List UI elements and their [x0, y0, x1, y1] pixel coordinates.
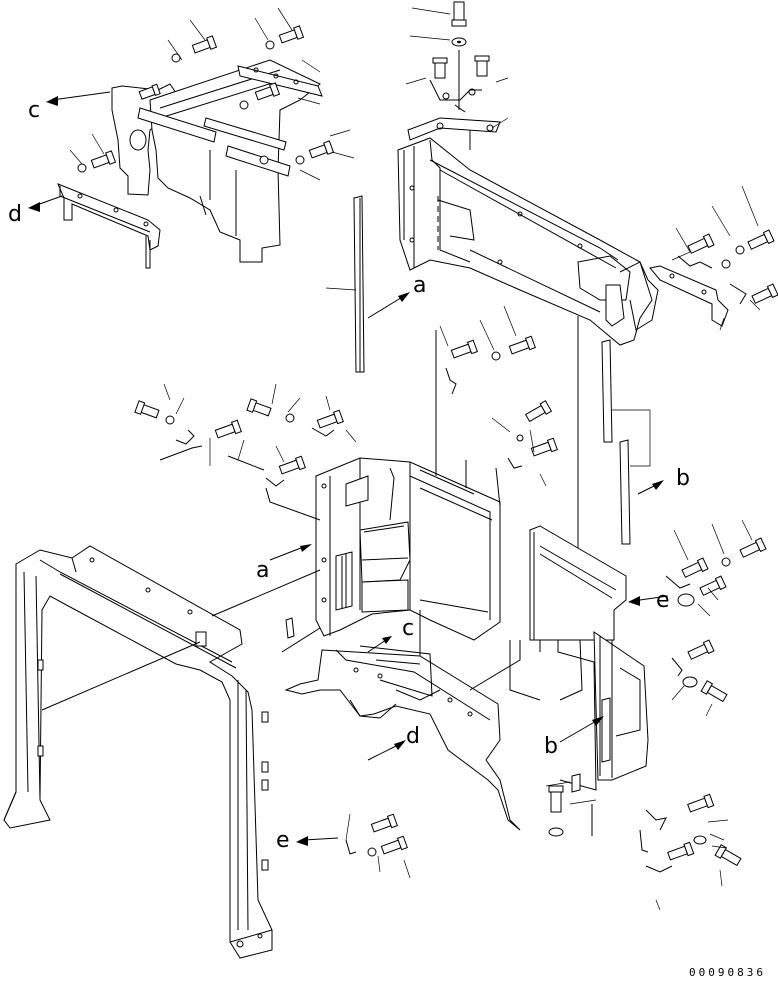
center-inner-panel	[315, 330, 501, 641]
bracket-d	[57, 183, 161, 269]
callout-label-c-lower: c	[402, 616, 415, 641]
channel-a-upper	[325, 195, 410, 373]
arrow-c-d	[28, 91, 111, 212]
bottom-right-fasteners	[639, 793, 742, 911]
callout-label-e-lower: e	[276, 828, 290, 853]
top-center-fasteners	[405, 1, 509, 129]
callout-label-e-right: e	[656, 588, 670, 613]
center-left-fasteners	[134, 383, 357, 521]
upper-left-cover-assembly	[111, 59, 323, 263]
callout-label-d-upper: d	[8, 202, 22, 227]
base-plate	[284, 610, 521, 831]
center-upper-fasteners	[439, 305, 558, 507]
bottom-fasteners	[296, 773, 597, 879]
callout-label-b-lower: b	[544, 734, 558, 759]
callout-label-b-upper: b	[676, 466, 690, 491]
upper-right-bracket	[649, 185, 778, 331]
drawing-code: 00090836	[689, 966, 766, 979]
callout-label-d-lower: d	[406, 724, 420, 749]
callout-label-c-upper: c	[28, 98, 41, 123]
left-arch-frame	[3, 545, 273, 959]
callout-label-a-lower: a	[256, 558, 270, 583]
bolts-top-left	[69, 7, 355, 181]
right-middle-fasteners	[628, 519, 767, 717]
right-side-box	[509, 316, 649, 836]
channel-b-parts	[601, 339, 664, 545]
leader-lines-left	[211, 544, 604, 761]
callout-label-a-upper: a	[413, 273, 427, 298]
upper-frame-assembly	[397, 117, 659, 346]
